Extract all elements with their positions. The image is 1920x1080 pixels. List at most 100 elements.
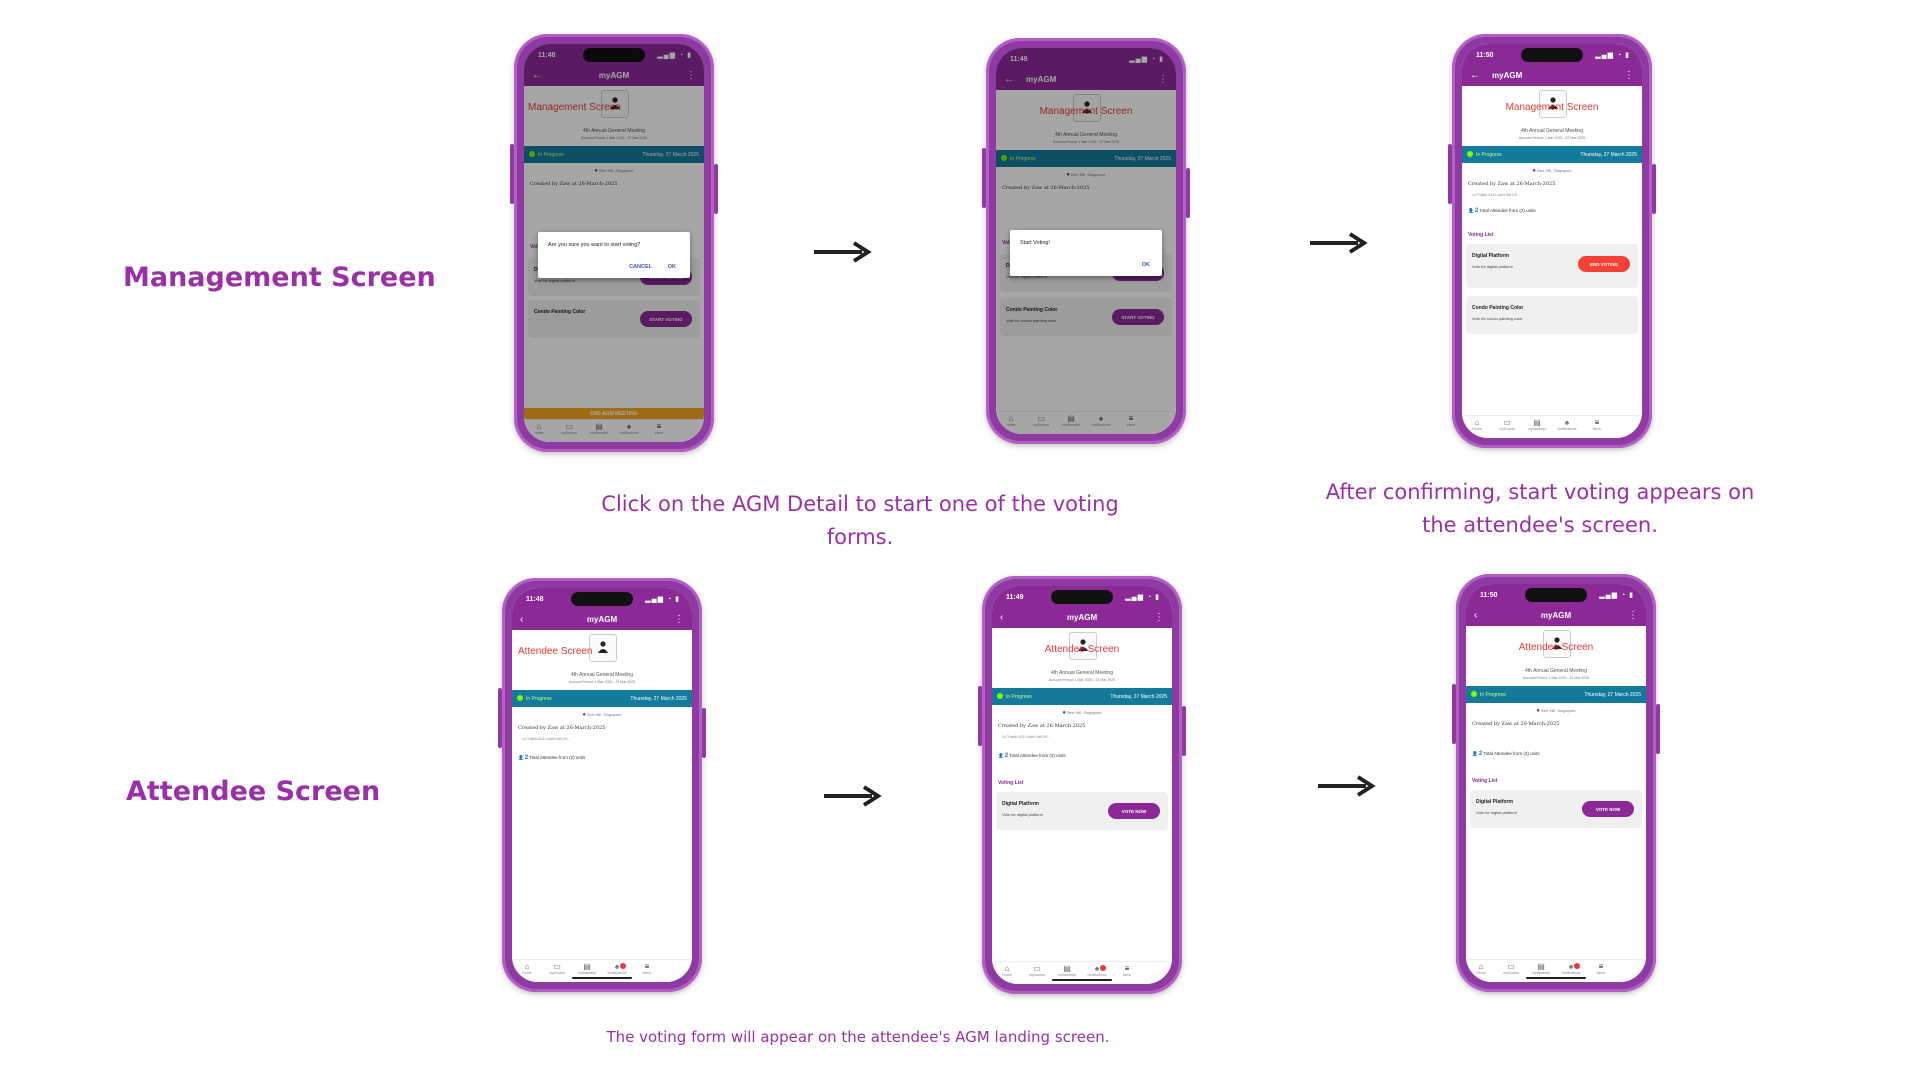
meeting-period: Account Period: 1 Mar 2025 - 22 Mar 2025 — [1052, 140, 1120, 144]
person-icon — [598, 641, 608, 653]
nav-marketplace[interactable]: ▤myMarketpl — [1522, 418, 1552, 431]
logo-image — [1073, 94, 1101, 122]
nav-home[interactable]: ⌂Home — [524, 422, 554, 435]
vote-now-button[interactable]: VOTE NOW — [1582, 801, 1634, 817]
attendee-count: 👤 2 Total attendee from (2) units — [518, 755, 586, 761]
list-item: Condo Painting Color Vote for condo pain… — [1466, 296, 1638, 334]
meeting-period: Account Period: 1 Mar 2025 - 22 Mar 2025 — [568, 680, 636, 684]
nav-menu[interactable]: ≡Menu — [1116, 414, 1146, 427]
access-card-icon: ▭ — [1503, 418, 1511, 427]
nav-menu[interactable]: ≡Menu — [644, 422, 674, 435]
menu-icon: ≡ — [1128, 414, 1134, 423]
location-pin-icon: ● — [1532, 168, 1537, 174]
nav-myaccess[interactable]: ▭myAccess — [554, 422, 584, 435]
phone-attendee-voting: 11:49▂▄▆ ◔ ▮ ‹ myAGM ⋮ Attendee Screen 4… — [978, 576, 1186, 994]
nav-notifications[interactable]: ♠Notifications — [1552, 418, 1582, 431]
bell-icon: ♠ — [1568, 962, 1574, 971]
home-indicator — [1526, 977, 1586, 979]
access-card-icon: ▭ — [565, 422, 573, 431]
nav-marketplace[interactable]: ▤myMarketpl — [572, 962, 602, 975]
nav-notifications[interactable]: ♠Notifications — [1082, 964, 1112, 977]
created-by: Created by Zaw at 26-March-2025 — [1472, 721, 1560, 727]
nav-marketplace[interactable]: ▤myMarketpl — [1056, 414, 1086, 427]
arrow-left-icon[interactable]: ← — [1470, 70, 1480, 81]
nav-notifications[interactable]: ♠Notifications — [602, 962, 632, 975]
flow-arrow-icon — [1318, 775, 1376, 797]
arrow-left-icon[interactable]: ‹ — [520, 614, 524, 625]
arrow-left-icon[interactable]: ← — [532, 70, 542, 81]
nav-myaccess[interactable]: ▭myAccess — [1492, 418, 1522, 431]
nav-home[interactable]: ⌂Home — [996, 414, 1026, 427]
location-pin-icon: ● — [582, 712, 587, 718]
nav-menu[interactable]: ≡Menu — [1586, 962, 1616, 975]
ok-button[interactable]: OK — [667, 264, 676, 270]
nav-myaccess[interactable]: ▭myAccess — [542, 962, 572, 975]
start-voting-button[interactable]: START VOTING — [1112, 309, 1164, 325]
arrow-left-icon[interactable]: ← — [1004, 74, 1014, 85]
nav-notifications[interactable]: ♠Notifications — [614, 422, 644, 435]
arrow-left-icon[interactable]: ‹ — [1474, 610, 1478, 621]
home-icon: ⌂ — [1008, 414, 1014, 423]
vote-now-button[interactable]: VOTE NOW — [1108, 803, 1160, 819]
access-card-icon: ▭ — [1033, 964, 1041, 973]
end-agm-button[interactable]: END AGM MEETING — [524, 408, 704, 420]
home-icon: ⌂ — [1478, 962, 1484, 971]
more-vert-icon[interactable]: ⋮ — [1158, 74, 1168, 85]
nav-marketplace[interactable]: ▤myMarketpl — [1526, 962, 1556, 975]
voting-list-heading: Voting List — [998, 780, 1024, 786]
more-vert-icon[interactable]: ⋮ — [674, 614, 684, 625]
start-voting-button[interactable]: START VOTING — [640, 311, 692, 327]
logo-image — [601, 90, 629, 118]
nav-home[interactable]: ⌂Home — [1462, 418, 1492, 431]
more-vert-icon[interactable]: ⋮ — [1624, 70, 1634, 81]
meeting-title: 4th Annual General Meeting — [1051, 670, 1113, 676]
cancel-button[interactable]: CANCEL — [629, 264, 652, 270]
nav-home[interactable]: ⌂Home — [1466, 962, 1496, 975]
person-icon — [1548, 97, 1558, 109]
nav-notifications[interactable]: ♠Notifications — [1556, 962, 1586, 975]
nav-menu[interactable]: ≡Menu — [1582, 418, 1612, 431]
end-voting-button[interactable]: END VOTING — [1578, 256, 1630, 272]
home-icon: ⌂ — [536, 422, 542, 431]
nav-menu[interactable]: ≡Menu — [1112, 964, 1142, 977]
nav-marketplace[interactable]: ▤myMarketpl — [1052, 964, 1082, 977]
attendee-count: 👤 2 Total Attendee from (2) units — [1468, 208, 1536, 214]
bottom-nav: ⌂Home ▭myAccess ▤myMarketpl ♠Notificatio… — [996, 411, 1176, 434]
app-bar: ← myAGM ⋮ — [1462, 66, 1642, 86]
nav-myaccess[interactable]: ▭myAccess — [1026, 414, 1056, 427]
location: ● Bert Hill, Singapore — [594, 168, 634, 174]
meeting-title: 4th Annual General Meeting — [1521, 128, 1583, 134]
nav-marketplace[interactable]: ▤myMarketpl — [584, 422, 614, 435]
bell-icon: ♠ — [1564, 418, 1570, 427]
document-link[interactable]: 1c77da6c-8131-4ab9-9af1-f0... — [1002, 735, 1051, 739]
bottom-nav: ⌂Home ▭myAccess ▤myMarketpl ♠Notificatio… — [524, 419, 704, 442]
nav-myaccess[interactable]: ▭myAccess — [1496, 962, 1526, 975]
more-vert-icon[interactable]: ⋮ — [1154, 612, 1164, 623]
document-link[interactable]: 1c77da6c-8131-4ab9-9af1-f0... — [1472, 193, 1521, 197]
nav-notifications[interactable]: ♠Notifications — [1086, 414, 1116, 427]
app-bar: ‹ myAGM ⋮ — [992, 608, 1172, 628]
phone-management-active: 11:50▂▄▆ ◔ ▮ ← myAGM ⋮ Management Screen… — [1448, 34, 1656, 448]
app-bar: ‹ myAGM ⋮ — [512, 610, 692, 630]
menu-icon: ≡ — [656, 422, 662, 431]
menu-icon: ≡ — [644, 962, 650, 971]
agm-detail: Management Screen 4th Annual General Mee… — [1462, 86, 1642, 438]
bell-icon: ♠ — [626, 422, 632, 431]
document-link[interactable]: 1c77da6c-8131-4ab9-9af1-f0... — [522, 737, 571, 741]
nav-menu[interactable]: ≡Menu — [632, 962, 662, 975]
more-vert-icon[interactable]: ⋮ — [686, 70, 696, 81]
ok-button[interactable]: OK — [1141, 262, 1150, 268]
nav-home[interactable]: ⌂Home — [992, 964, 1022, 977]
created-by: Created by Zaw at 26-March-2025 — [1002, 185, 1090, 191]
more-vert-icon[interactable]: ⋮ — [1628, 610, 1638, 621]
nav-home[interactable]: ⌂Home — [512, 962, 542, 975]
person-icon — [1078, 639, 1088, 651]
list-item: Digital Platform Vote for digital platfo… — [1470, 790, 1642, 828]
app-bar: ‹ myAGM ⋮ — [1466, 606, 1646, 626]
nav-myaccess[interactable]: ▭myAccess — [1022, 964, 1052, 977]
arrow-left-icon[interactable]: ‹ — [1000, 612, 1004, 623]
flow-arrow-icon — [824, 785, 882, 807]
person-icon — [1552, 637, 1562, 649]
menu-icon: ≡ — [1124, 964, 1130, 973]
